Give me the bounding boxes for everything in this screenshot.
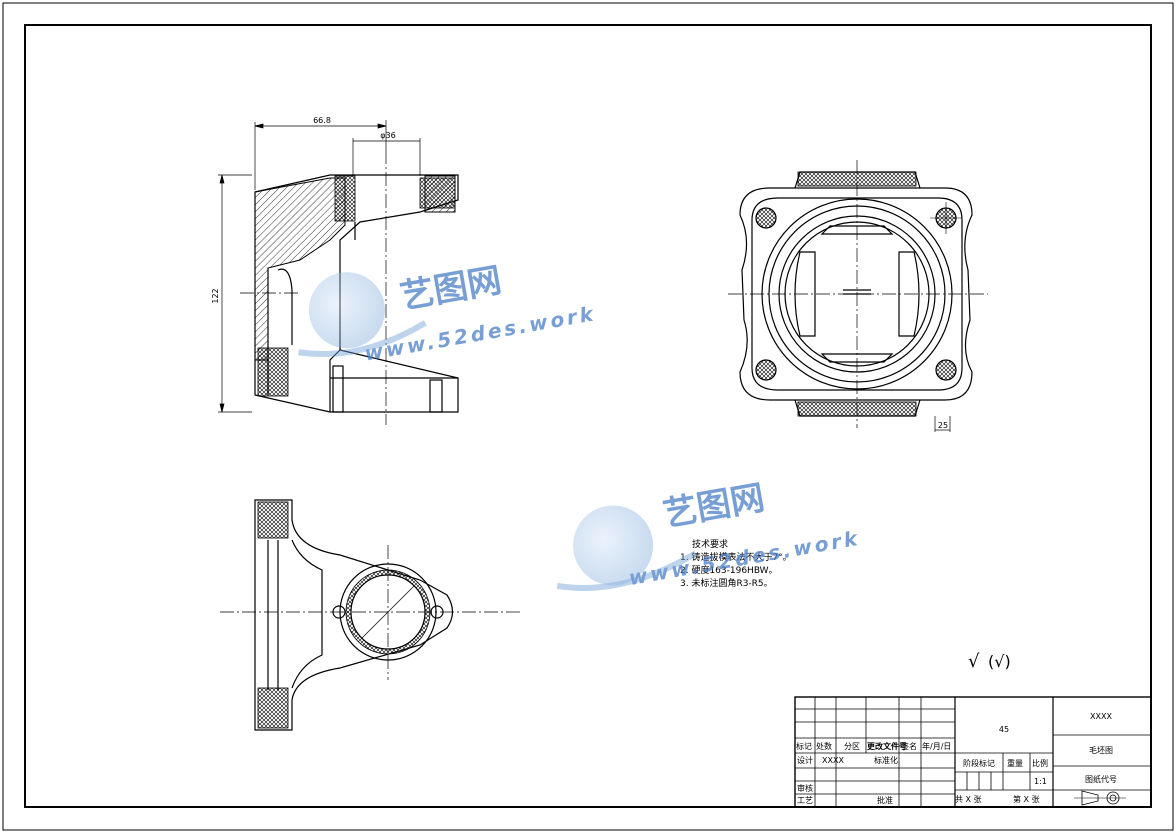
dim-height-label: 122 [211,288,220,303]
watermark-brand-1: 艺图网 [397,260,504,317]
globe-icon [573,505,654,586]
tb-material: 45 [999,725,1009,734]
top-view [220,499,520,731]
dim-diameter-label: φ36 [380,131,395,140]
tb-header-date: 年/月/日 [922,741,951,751]
tb-drawing-no: 图纸代号 [1085,774,1117,784]
tb-scale: 比例 [1032,758,1048,768]
title-block-text: 标记 处数 分区 更改文件号 签名 年/月/日 设计 XXXX 标准化 审核 工… [796,712,1117,805]
notes-heading: 技术要求 [692,538,728,550]
tb-design-label: 设计 [797,755,813,765]
tb-header-zone: 分区 [844,742,860,751]
side-dimension [934,416,951,432]
tb-scale-value: 1:1 [1034,777,1047,786]
tb-standardization: 标准化 [874,755,898,765]
note-item-3: 3. 未标注圆角R3-R5。 [680,577,773,589]
front-section-view [240,150,459,425]
tb-header-mark: 标记 [796,741,812,751]
roughness-paren: (√) [988,652,1011,671]
tb-weight: 重量 [1007,758,1023,768]
tb-stage-mark: 阶段标记 [963,758,995,768]
tb-review: 审核 [797,783,813,793]
title-block [794,696,1152,808]
tb-company: XXXX [1090,712,1112,721]
watermark-brand-2: 艺图网 [660,478,767,535]
note-item-1: 1. 铸造拔模表法不大于7°。 [680,551,792,563]
side-view [728,160,988,428]
watermark-url-1: www.52des.work [363,301,598,365]
tb-approve: 批准 [877,795,893,805]
tb-sheet-no: 第 X 张 [1013,794,1040,804]
tb-process: 工艺 [797,796,813,805]
tb-drawing-name: 毛坯图 [1089,745,1113,755]
inner-frame [24,24,1152,808]
dim-offset-label: 25 [938,421,948,430]
front-dimensions [218,120,421,413]
tb-total-sheets: 共 X 张 [955,795,982,804]
roughness-symbol: √ [968,651,980,672]
tb-header-sign: 签名 [901,741,917,751]
dim-width-label: 66.8 [313,116,331,125]
globe-icon [308,272,385,349]
note-item-2: 2. 硬度163-196HBW。 [680,564,778,576]
tb-designer: XXXX [822,756,844,765]
tb-header-change-doc: 更改文件号 [867,741,907,751]
tb-header-count: 处数 [816,741,832,751]
technical-notes: 技术要求 1. 铸造拔模表法不大于7°。 2. 硬度163-196HBW。 3.… [680,538,792,589]
